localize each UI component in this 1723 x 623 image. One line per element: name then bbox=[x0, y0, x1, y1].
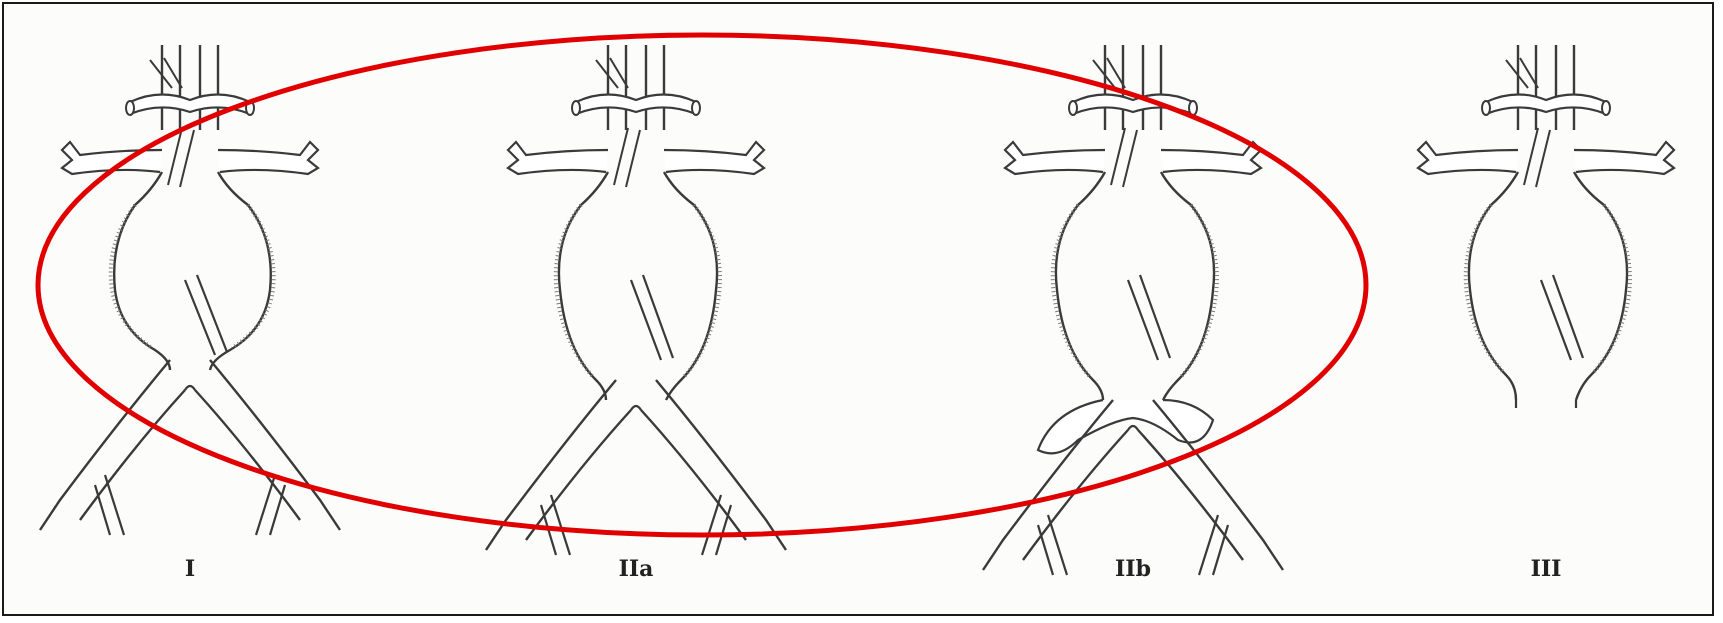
diagram-type-i bbox=[40, 45, 340, 535]
label-type-iia: IIa bbox=[619, 556, 654, 582]
label-type-i: I bbox=[185, 556, 195, 582]
label-type-iib: IIb bbox=[1115, 556, 1151, 582]
label-type-iii: III bbox=[1531, 556, 1562, 582]
diagram-type-iib bbox=[983, 45, 1283, 575]
diagram-type-iia bbox=[486, 45, 786, 555]
diagram-type-iii bbox=[1418, 45, 1674, 408]
